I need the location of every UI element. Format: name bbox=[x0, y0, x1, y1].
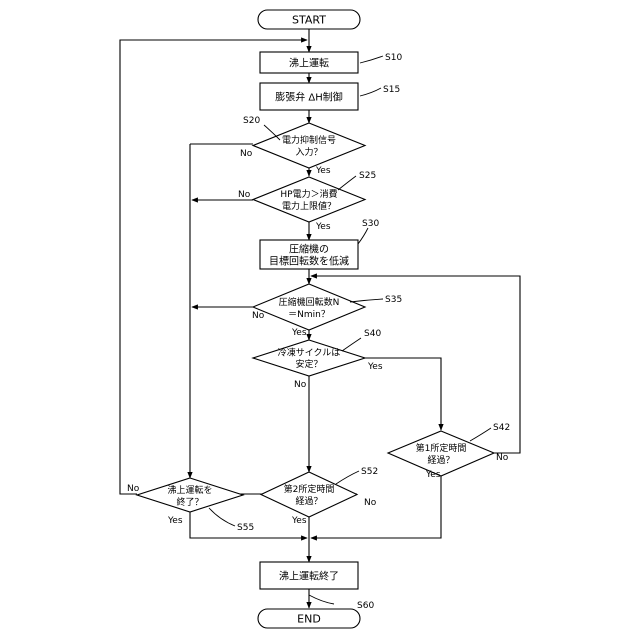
step-s60-label: 沸上運転終了 bbox=[279, 570, 339, 583]
leader-s52 bbox=[336, 471, 359, 484]
leader-s35 bbox=[350, 299, 383, 302]
step-s15-label: 膨張弁 ΔH制御 bbox=[275, 91, 343, 104]
leader-s55 bbox=[209, 508, 235, 526]
branch-s25-yes: Yes bbox=[315, 222, 331, 232]
decision-s40-line2: 安定？ bbox=[295, 358, 322, 370]
step-id-s55: S55 bbox=[237, 523, 254, 533]
branch-s20-no: No bbox=[240, 149, 253, 159]
step-id-s35: S35 bbox=[385, 295, 402, 305]
branch-s35-yes: Yes bbox=[291, 328, 307, 338]
branch-s25-no: No bbox=[238, 190, 251, 200]
step-id-s10: S10 bbox=[385, 53, 402, 63]
decision-s52-line2: 経過？ bbox=[295, 495, 322, 507]
end-label: END bbox=[297, 613, 321, 626]
decision-s42-line2: 経過？ bbox=[427, 454, 454, 466]
step-id-s30: S30 bbox=[362, 219, 379, 229]
leader-s15 bbox=[360, 88, 381, 96]
leader-s40 bbox=[342, 338, 361, 351]
step-id-s42: S42 bbox=[493, 423, 510, 433]
step-id-s15: S15 bbox=[383, 85, 400, 95]
branch-s20-yes: Yes bbox=[315, 166, 331, 176]
branch-s55-yes: Yes bbox=[167, 516, 183, 526]
leader-s30 bbox=[358, 228, 368, 244]
branch-s42-no: No bbox=[496, 453, 509, 463]
decision-s20-line1: 電力抑制信号 bbox=[282, 134, 336, 146]
branch-s35-no: No bbox=[252, 311, 265, 321]
step-s30-line2: 目標回転数を低減 bbox=[269, 255, 349, 268]
branch-s42-yes: Yes bbox=[425, 470, 441, 480]
start-label: START bbox=[292, 14, 326, 27]
decision-s20-line2: 入力？ bbox=[295, 146, 322, 158]
decision-s42-line1: 第1所定時間 bbox=[416, 442, 467, 454]
decision-s55-line1: 沸上運転を bbox=[167, 484, 212, 496]
decision-s35-line2: ＝Nmin？ bbox=[288, 310, 330, 320]
leader-s42 bbox=[470, 428, 491, 441]
branch-s52-no: No bbox=[364, 498, 377, 508]
decision-s55-line2: 終了？ bbox=[176, 496, 203, 508]
decision-s25-line2: 電力上限値？ bbox=[282, 200, 336, 212]
leader-s25 bbox=[338, 176, 356, 190]
decision-s35-line1: 圧縮機回転数N bbox=[279, 296, 340, 308]
decision-s40-line1: 冷凍サイクルは bbox=[278, 347, 341, 359]
step-id-s52: S52 bbox=[361, 467, 378, 477]
step-id-s40: S40 bbox=[364, 329, 381, 339]
step-s10-label: 沸上運転 bbox=[289, 57, 329, 70]
step-id-s60: S60 bbox=[357, 601, 374, 611]
branch-s52-yes: Yes bbox=[291, 516, 307, 526]
leader-s60 bbox=[309, 595, 334, 604]
branch-s40-no: No bbox=[294, 380, 307, 390]
decision-s52-line1: 第2所定時間 bbox=[284, 483, 335, 495]
step-id-s25: S25 bbox=[359, 171, 376, 181]
leader-s10 bbox=[360, 56, 383, 63]
branch-s55-no: No bbox=[127, 484, 140, 494]
step-s30-line1: 圧縮機の bbox=[289, 243, 329, 256]
decision-s25-line1: HP電力＞消費 bbox=[280, 188, 337, 200]
step-id-s20: S20 bbox=[243, 116, 260, 126]
branch-s40-yes: Yes bbox=[367, 362, 383, 372]
step-id-labels: S10 S15 S20 S25 S30 S35 S40 S42 S52 S55 … bbox=[209, 53, 510, 611]
